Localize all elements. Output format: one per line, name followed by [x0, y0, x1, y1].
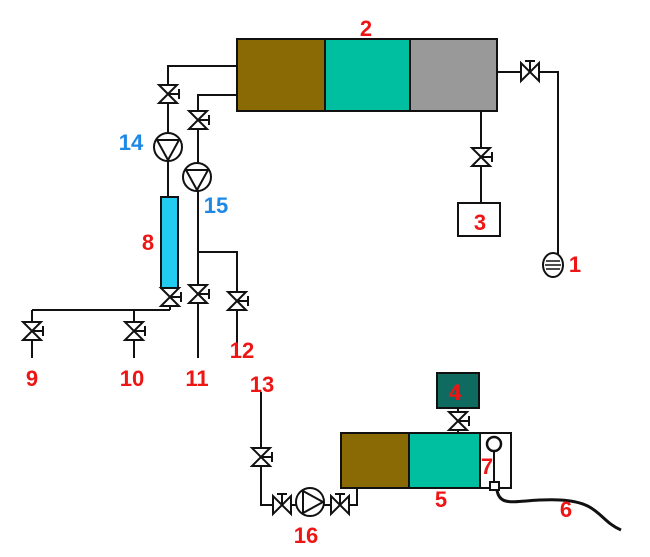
valve-12-icon: [225, 291, 249, 311]
pump-15-icon-triangle: [184, 169, 210, 193]
pipe: [198, 251, 238, 357]
valve-9-icon: [20, 321, 44, 341]
valve-15-inlet-icon: [186, 110, 210, 130]
label-4: 4: [449, 380, 462, 405]
label-8: 8: [142, 230, 154, 255]
label-9: 9: [26, 366, 38, 391]
label-6: 6: [560, 497, 572, 522]
gauge-7-fitting: [489, 481, 500, 491]
label-5: 5: [435, 487, 447, 512]
pump-16-icon-triangle: [302, 489, 326, 515]
tank-5-section-teal: [408, 432, 481, 489]
label-12: 12: [230, 338, 254, 363]
tank-2-section-teal: [324, 38, 411, 112]
label-14: 14: [119, 130, 144, 155]
element-1-lines: [545, 260, 561, 270]
label-11: 11: [185, 366, 208, 391]
equipment: [153, 38, 622, 532]
tank-2-section-brown: [236, 38, 326, 112]
hose-6: [495, 489, 622, 532]
valve-3-icon: [469, 147, 493, 167]
pump-15-icon: [182, 162, 212, 192]
label-13: 13: [250, 372, 274, 397]
pump-14-icon-triangle: [155, 139, 181, 163]
valves: [20, 60, 540, 517]
tank-4: [436, 372, 480, 409]
label-7: 7: [481, 454, 493, 479]
labels: 1 2 3 4 5 6 7 8 9 10 11 12 13 14 15 16: [26, 16, 581, 548]
valve-10-icon: [122, 321, 146, 341]
pipe: [31, 289, 171, 358]
gauge-7-icon: [485, 435, 503, 453]
label-10: 10: [120, 366, 144, 391]
tank-5-section-brown: [340, 432, 410, 489]
valve-14-inlet-icon: [156, 84, 180, 104]
valve-1-icon: [520, 60, 540, 84]
valve-13-icon: [249, 447, 273, 467]
pump-14-icon: [153, 132, 183, 162]
label-15: 15: [204, 193, 228, 218]
label-2: 2: [360, 16, 372, 41]
valve-11-icon: [186, 284, 210, 304]
label-16: 16: [294, 523, 318, 548]
pipe: [497, 71, 559, 254]
label-3: 3: [474, 210, 486, 235]
label-1: 1: [569, 252, 581, 277]
pipe: [197, 94, 237, 358]
column-8: [160, 196, 179, 289]
valve-16-outlet-icon: [330, 493, 350, 517]
valve-8-outlet-icon: [158, 287, 182, 307]
tank-2-section-gray: [409, 38, 498, 112]
pump-16-icon: [295, 487, 325, 517]
vessel-3: [457, 202, 501, 237]
valve-4-icon: [446, 411, 470, 431]
valve-16-inlet-icon: [272, 493, 292, 517]
